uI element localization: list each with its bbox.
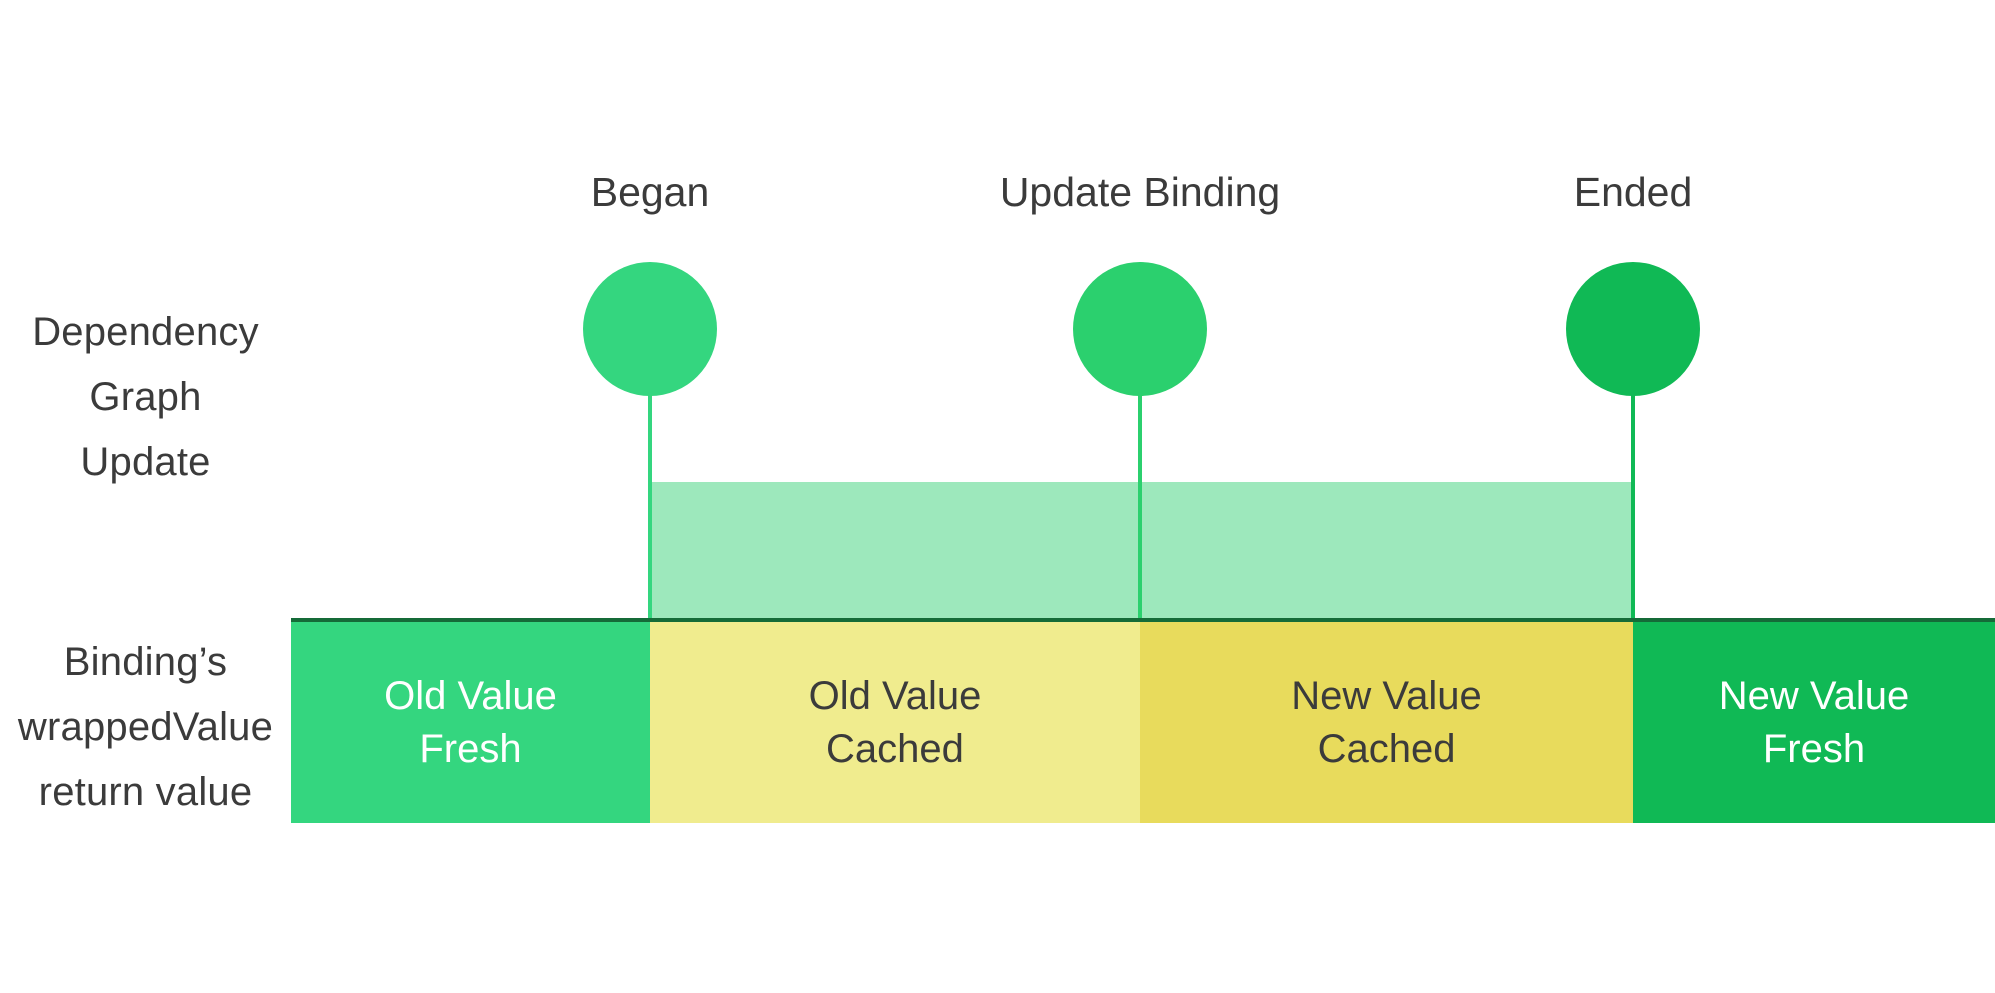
bar-segment-new-value-fresh[interactable]: New Value Fresh (1633, 622, 1995, 823)
event-label-update-binding: Update Binding (999, 169, 1281, 215)
row-label-dependency-graph-update: Dependency Graph Update (32, 310, 259, 484)
event-node-ended[interactable] (1566, 262, 1700, 396)
event-node-began[interactable] (583, 262, 717, 396)
row-label-binding-wrappedvalue: Binding’s wrappedValue return value (17, 640, 274, 814)
binding-value-timeline-bar: Old Value Fresh Old Value Cached New Val… (291, 618, 1995, 823)
bar-segment-old-value-cached[interactable]: Old Value Cached (650, 622, 1140, 823)
event-label-ended: Ended (1573, 169, 1693, 215)
event-node-update-binding[interactable] (1073, 262, 1207, 396)
event-stem-update-binding (1138, 390, 1142, 618)
event-stem-ended (1631, 390, 1635, 618)
bar-segment-old-value-fresh[interactable]: Old Value Fresh (291, 622, 650, 823)
event-stem-began (648, 390, 652, 618)
bar-segment-new-value-cached[interactable]: New Value Cached (1140, 622, 1633, 823)
event-label-began: Began (590, 169, 710, 215)
